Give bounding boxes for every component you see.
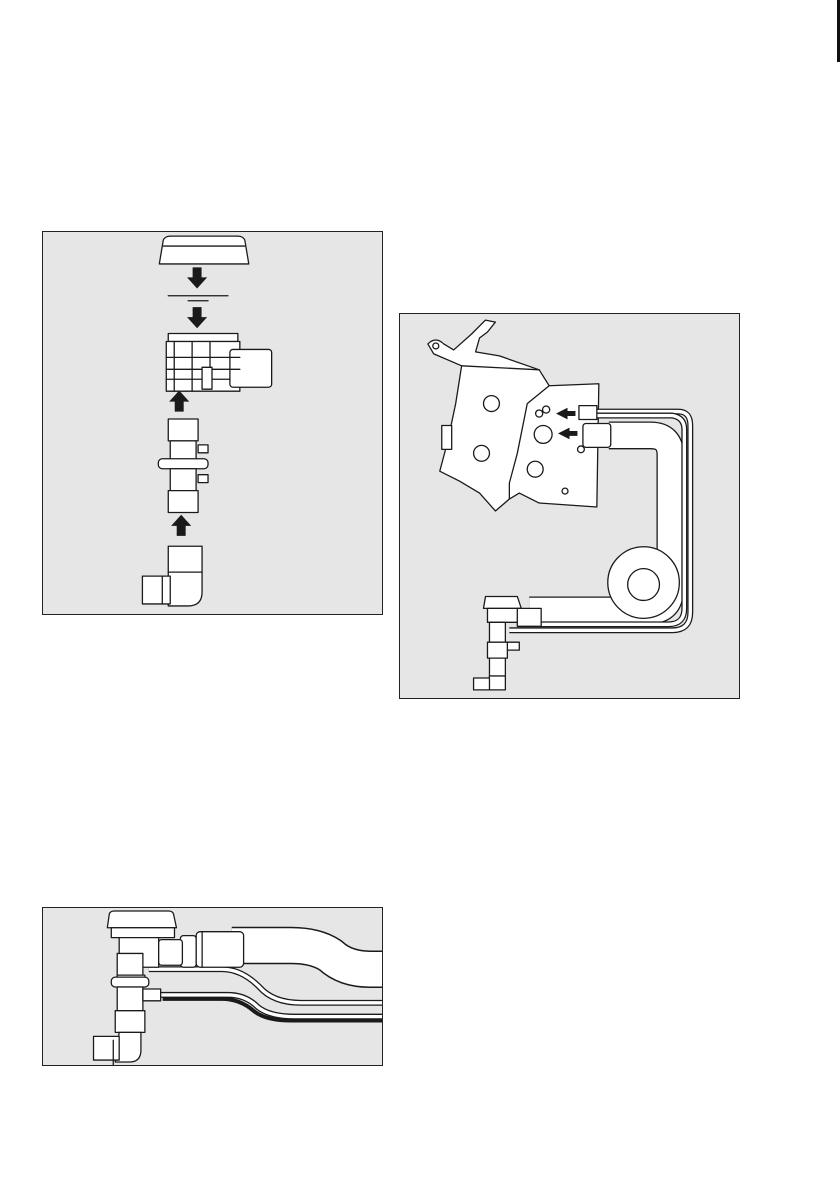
hose-cuff-2 [196, 932, 243, 968]
chamber-assembly [474, 596, 542, 689]
arrow-down-1 [188, 268, 206, 288]
arrow-up-1 [170, 391, 188, 411]
chamber-assembly [94, 911, 183, 1065]
exploded-assembly-figure [42, 231, 383, 615]
assembled-hose-drawing [43, 908, 382, 1065]
connector-large [583, 423, 611, 447]
assembled-hose-figure [42, 907, 383, 1066]
arrow-down-2 [188, 308, 206, 328]
exploded-assembly-drawing [43, 232, 382, 614]
arrow-up-2 [172, 515, 190, 535]
hose-connection-figure [399, 313, 740, 699]
t-connector [158, 419, 208, 512]
lid-cap [159, 236, 248, 264]
chamber-body [166, 334, 271, 392]
elbow-connector [142, 546, 202, 606]
main-hose [232, 946, 382, 970]
seal-disc [168, 296, 228, 301]
port-large [534, 425, 552, 443]
connector-small [579, 406, 597, 420]
hose-connection-drawing [400, 314, 739, 698]
